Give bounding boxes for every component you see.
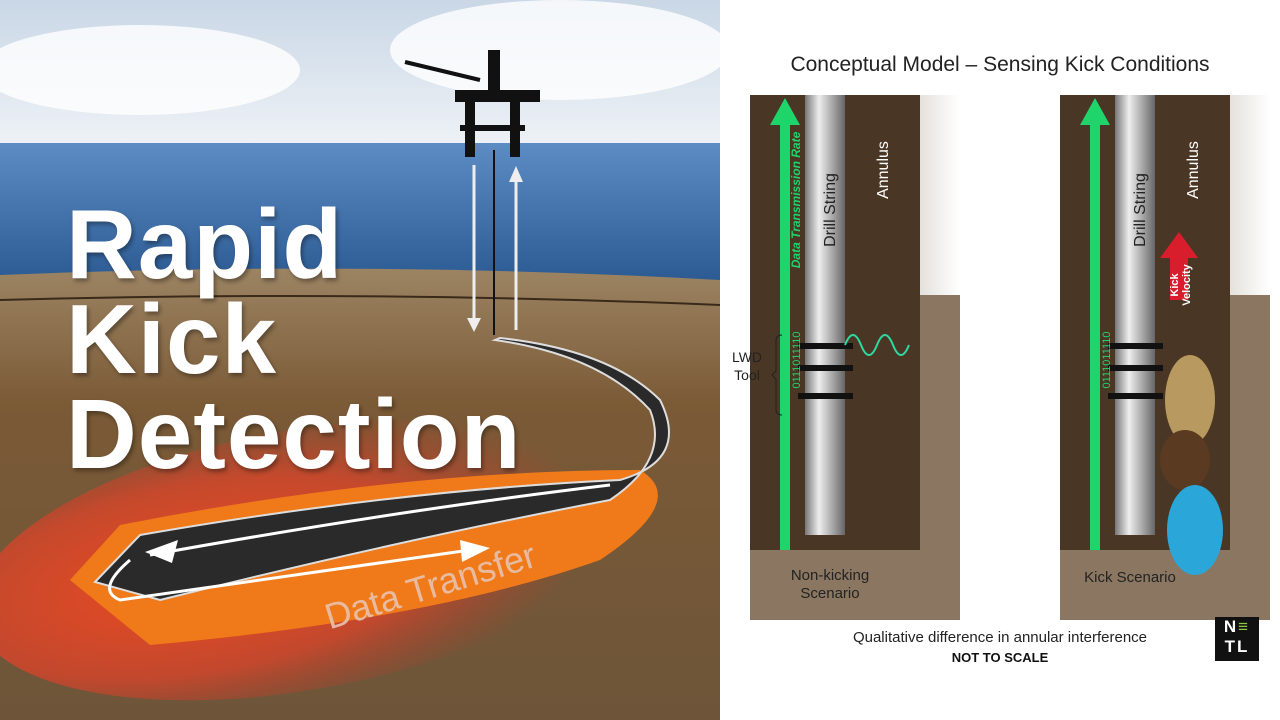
headline-detection: Detection (66, 379, 522, 489)
headline-rapid: Rapid (66, 189, 344, 299)
caption: Qualitative difference in annular interf… (852, 629, 1148, 646)
kick-gas-bubbles (1165, 355, 1215, 445)
data-path-arrow (108, 483, 611, 602)
model-title: Conceptual Model – Sensing Kick Conditio… (790, 53, 1210, 76)
non-kicking-label-2: Scenario (800, 585, 859, 602)
kick-label: Kick (1169, 273, 1181, 297)
not-to-scale-note: NOT TO SCALE (951, 650, 1049, 665)
non-kicking-label-1: Non-kicking (791, 567, 869, 584)
conceptual-model-panel: Conceptual Model – Sensing Kick Conditio… (720, 0, 1280, 720)
headline-kick: Kick (66, 284, 278, 394)
velocity-label: Velocity (1181, 263, 1193, 305)
left-illustration: Rapid Kick Detection Data Transfer (0, 0, 720, 720)
lwd-label-1: LWD (732, 349, 762, 365)
sea (0, 143, 720, 283)
binary-code: 0111011110 (791, 331, 803, 388)
data-rate-label: Data Transmission Rate (789, 131, 803, 268)
well-diagrams: Drill String Annulus Data Transmission R… (732, 95, 1270, 620)
binary-code-2: 0111011110 (1101, 331, 1113, 388)
wellbore (93, 336, 670, 602)
kick-velocity-arrow (1160, 232, 1198, 258)
netl-logo: N≡TL (1215, 617, 1259, 661)
non-kicking-well: Drill String Annulus Data Transmission R… (732, 95, 960, 620)
drill-string-label-2: Drill String (1132, 173, 1149, 247)
lwd-label-2: Tool (734, 367, 760, 383)
annulus-label-2: Annulus (1185, 141, 1202, 199)
oil-rig-icon (404, 50, 540, 157)
offshore-well-illustration (0, 0, 720, 720)
annulus-label: Annulus (875, 141, 892, 199)
kick-scenario-label: Kick Scenario (1084, 569, 1176, 586)
kick-well: Kick Velocity Drill String Annulus 01110… (1060, 95, 1270, 620)
drill-string-label: Drill String (822, 173, 839, 247)
